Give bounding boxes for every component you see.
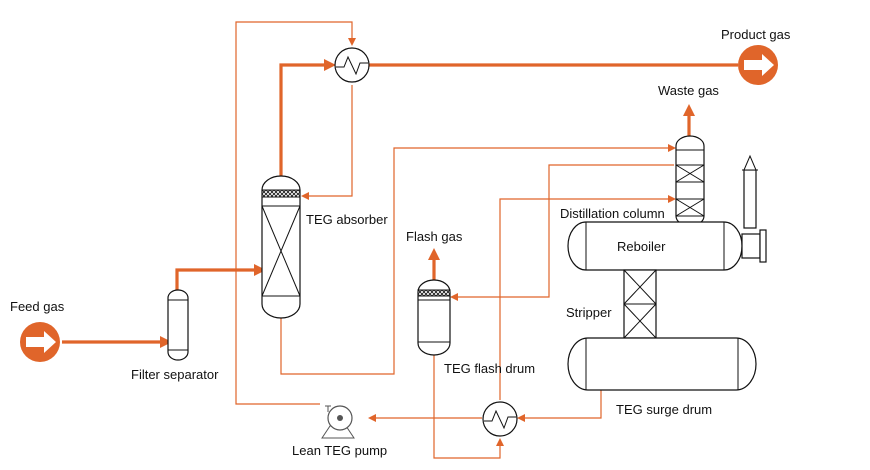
teg-surge-drum-label: TEG surge drum — [616, 402, 712, 417]
product-gas-label: Product gas — [721, 27, 791, 42]
heat-exchanger-icon — [334, 47, 370, 83]
feed-arrow-icon — [20, 322, 60, 362]
teg-absorber — [261, 175, 301, 319]
heat-exchanger-icon — [482, 401, 518, 437]
lean-teg-pump-label: Lean TEG pump — [292, 443, 387, 458]
teg-absorber-label: TEG absorber — [306, 212, 388, 227]
exchanger-to-column-line — [499, 195, 676, 400]
product-arrow-icon — [738, 45, 778, 85]
teg-flash-drum-label: TEG flash drum — [444, 361, 535, 376]
flash-gas-label: Flash gas — [406, 229, 463, 244]
filter-to-absorber-line — [175, 264, 266, 290]
pump-icon — [321, 405, 355, 439]
stripper — [623, 269, 657, 339]
feed-gas-label: Feed gas — [10, 299, 65, 314]
waste-gas-label: Waste gas — [658, 83, 719, 98]
flash-to-exchanger-line — [433, 355, 504, 459]
surge-to-exchanger-line — [517, 390, 602, 422]
reboiler-stack — [742, 154, 758, 229]
distillation-column-label: Distillation column — [560, 206, 665, 221]
stripper-label: Stripper — [566, 305, 612, 320]
filter-separator — [167, 289, 189, 361]
teg-surge-drum — [567, 337, 757, 391]
reboiler-label: Reboiler — [617, 239, 666, 254]
distillation-column — [675, 135, 705, 227]
filter-separator-label: Filter separator — [131, 367, 219, 382]
teg-flash-drum — [417, 279, 451, 356]
rich-teg-line — [280, 144, 676, 375]
absorber-overhead-line — [279, 59, 336, 176]
reboiler — [567, 221, 767, 271]
lean-teg-to-absorber-line — [301, 85, 353, 200]
lean-teg-return-line — [235, 21, 356, 405]
